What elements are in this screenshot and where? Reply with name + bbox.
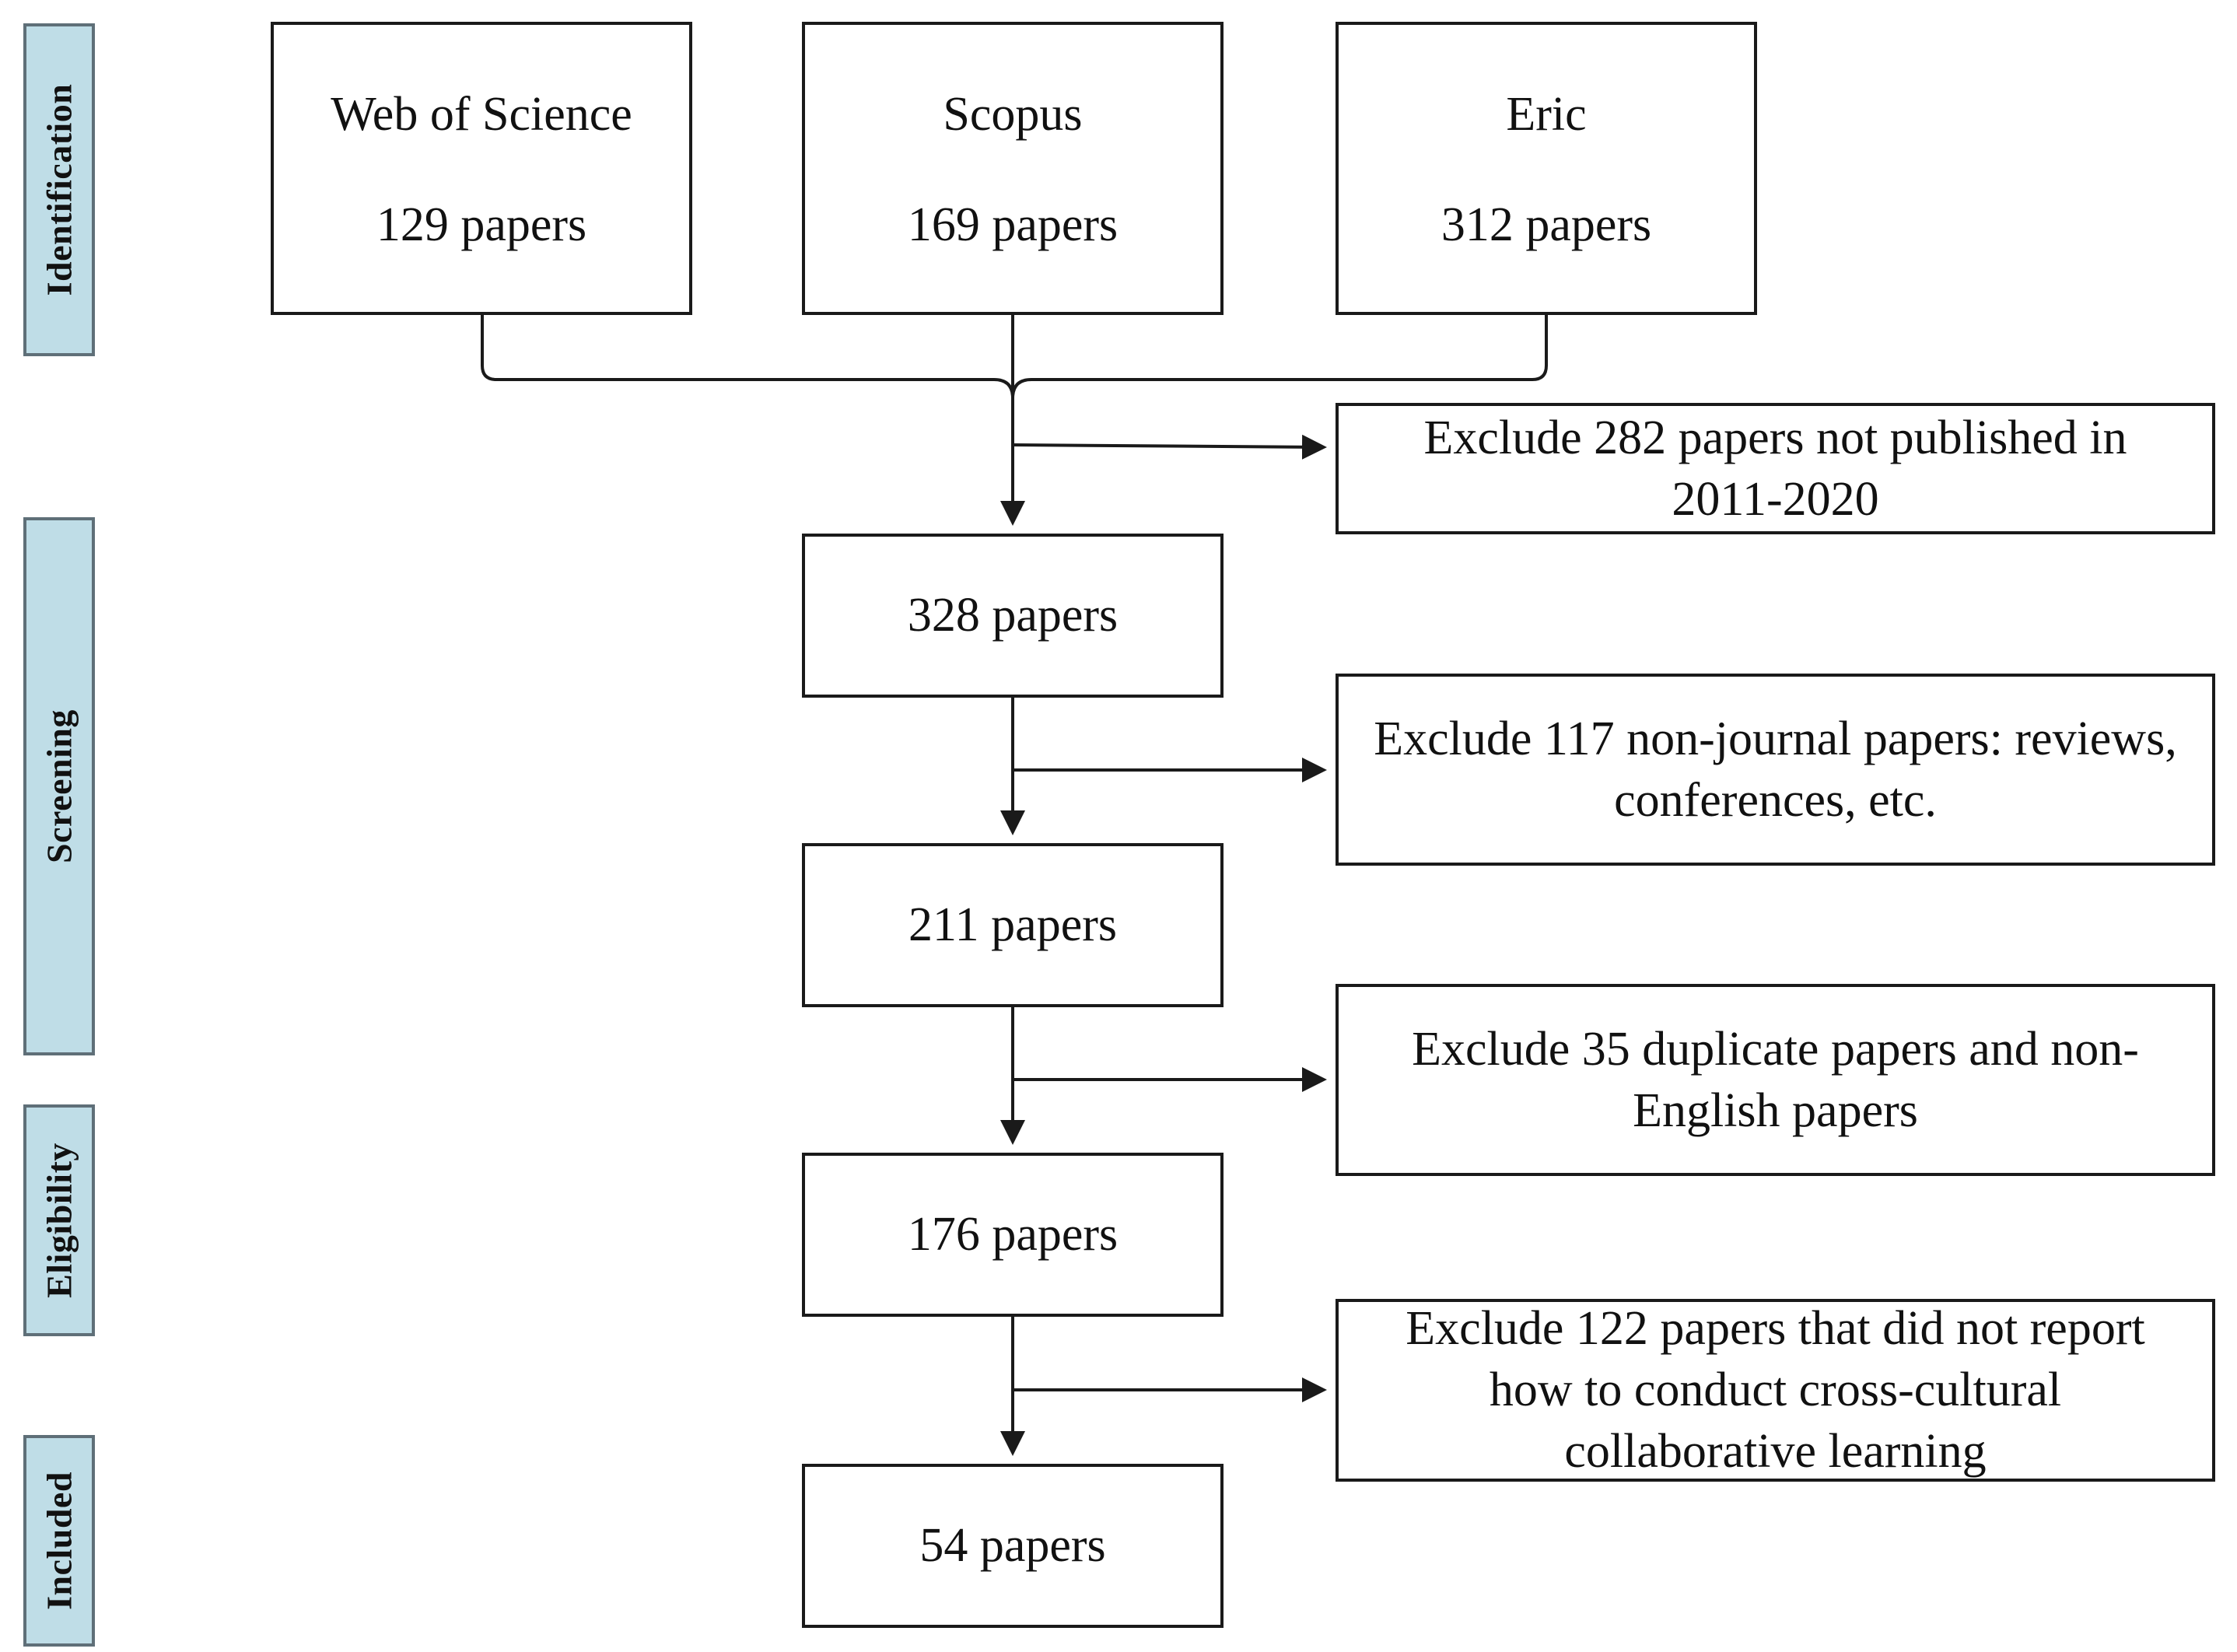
flow-box-176-papers: 176 papers bbox=[802, 1153, 1224, 1317]
exclusion-line: how to conduct cross-cultural bbox=[1489, 1363, 2062, 1417]
source-name-eric: Eric bbox=[1506, 87, 1587, 141]
exclusion-box-1: Exclude 282 papers not published in 2011… bbox=[1336, 403, 2215, 534]
source-count-scopus: 169 papers bbox=[907, 198, 1118, 252]
exclusion-line: Exclude 122 papers that did not report bbox=[1406, 1302, 2145, 1356]
stage-eligibility: Eligibility bbox=[23, 1104, 95, 1336]
source-box-eric: Eric 312 papers bbox=[1336, 22, 1757, 315]
connector-web-of-science bbox=[481, 315, 1014, 399]
source-name-web-of-science: Web of Science bbox=[331, 87, 632, 141]
stage-screening: Screening bbox=[23, 517, 95, 1055]
connector-eric bbox=[1011, 315, 1548, 399]
exclusion-line: conferences, etc. bbox=[1614, 773, 1937, 827]
exclusion-box-2: Exclude 117 non-journal papers: reviews,… bbox=[1336, 674, 2215, 866]
source-name-scopus: Scopus bbox=[943, 87, 1083, 141]
exclusion-line: Exclude 35 duplicate papers and non- bbox=[1412, 1022, 2139, 1076]
exclusion-line: 2011-2020 bbox=[1672, 472, 1879, 526]
flow-box-328-papers: 328 papers bbox=[802, 534, 1224, 698]
source-box-web-of-science: Web of Science 129 papers bbox=[271, 22, 692, 315]
exclusion-box-4: Exclude 122 papers that did not report h… bbox=[1336, 1299, 2215, 1482]
stage-identification: Identification bbox=[23, 23, 95, 356]
stage-included: Included bbox=[23, 1435, 95, 1647]
flow-count: 328 papers bbox=[907, 588, 1118, 642]
exclusion-line: Exclude 117 non-journal papers: reviews, bbox=[1374, 712, 2177, 765]
exclusion-box-3: Exclude 35 duplicate papers and non- Eng… bbox=[1336, 984, 2215, 1176]
source-count-web-of-science: 129 papers bbox=[376, 198, 587, 252]
flow-count: 211 papers bbox=[908, 898, 1117, 951]
exclusion-line: English papers bbox=[1633, 1083, 1918, 1137]
arrow-to-exclusion-1 bbox=[1012, 434, 1327, 460]
flow-count: 176 papers bbox=[907, 1207, 1118, 1261]
flow-count: 54 papers bbox=[919, 1518, 1106, 1572]
exclusion-line: collaborative learning bbox=[1564, 1424, 1987, 1478]
flow-box-54-papers: 54 papers bbox=[802, 1464, 1224, 1628]
source-count-eric: 312 papers bbox=[1441, 198, 1652, 252]
source-box-scopus: Scopus 169 papers bbox=[802, 22, 1224, 315]
exclusion-line: Exclude 282 papers not published in bbox=[1423, 411, 2127, 464]
flow-box-211-papers: 211 papers bbox=[802, 843, 1224, 1007]
